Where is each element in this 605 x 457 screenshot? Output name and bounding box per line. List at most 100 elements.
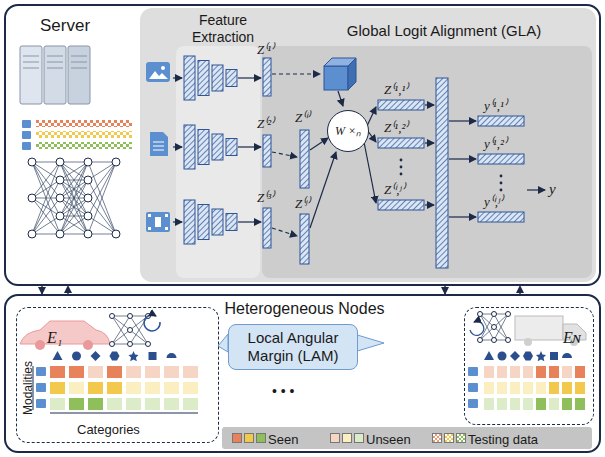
edge-node-box: E₁ModalitiesCategories bbox=[16, 307, 219, 443]
illustration-part bbox=[164, 398, 179, 410]
text-holder: Server bbox=[40, 16, 90, 36]
vector-label: y⁽ⁱ,ʲ⁾ bbox=[484, 194, 503, 209]
illustration-part bbox=[146, 62, 170, 82]
illustration-part bbox=[425, 104, 434, 105]
illustration-part bbox=[400, 159, 403, 162]
legend-swatch-part bbox=[354, 433, 364, 443]
illustration-part bbox=[449, 120, 476, 121]
illustration-part bbox=[56, 230, 64, 238]
illustration-part bbox=[36, 367, 46, 408]
illustration-part bbox=[536, 382, 546, 394]
illustration-part bbox=[110, 352, 120, 361]
illustration-part bbox=[510, 366, 520, 378]
vector-label: Z⁽ⁱ,ʲ⁾ bbox=[384, 182, 405, 197]
illustration-part bbox=[484, 351, 585, 410]
illustration-part bbox=[150, 132, 168, 156]
text-holder: y⁽¹,²⁾ bbox=[484, 134, 507, 152]
text-holder: Global Logit Alignment (GLA) bbox=[294, 22, 594, 40]
illustration-part bbox=[88, 180, 116, 234]
illustration-part bbox=[32, 162, 60, 180]
illustration-part bbox=[492, 312, 497, 317]
illustration-part bbox=[272, 152, 297, 157]
illustration-part bbox=[72, 352, 81, 361]
illustration-part bbox=[56, 212, 64, 220]
legend-swatch bbox=[330, 433, 340, 443]
illustration-part bbox=[88, 162, 116, 180]
illustration-part bbox=[263, 58, 524, 268]
illustration-part bbox=[238, 77, 261, 78]
illustration-part bbox=[173, 77, 182, 78]
illustration-part bbox=[468, 399, 478, 408]
illustration-part bbox=[50, 398, 65, 410]
illustration-part bbox=[112, 316, 130, 330]
illustration-part bbox=[562, 366, 572, 378]
text-holder: Testing data bbox=[468, 430, 538, 448]
illustration-part bbox=[184, 125, 195, 169]
illustration-part bbox=[484, 366, 494, 378]
illustration-part bbox=[262, 46, 592, 278]
illustration-part bbox=[129, 351, 139, 361]
illustration-part bbox=[425, 142, 434, 143]
legend-swatch bbox=[232, 433, 242, 443]
illustration-part bbox=[84, 230, 92, 238]
illustration-part bbox=[60, 216, 88, 234]
illustration-part bbox=[164, 382, 179, 394]
illustration-part bbox=[449, 216, 476, 217]
illustration-part bbox=[188, 351, 193, 361]
illustration-part bbox=[222, 427, 592, 449]
illustration-part bbox=[515, 316, 563, 340]
illustration-part bbox=[84, 212, 92, 220]
illustration-part bbox=[400, 173, 403, 176]
illustration-part bbox=[478, 312, 511, 343]
nodes-panel: Heterogeneous NodesE₁ModalitiesCategorie… bbox=[4, 294, 601, 453]
illustration-part bbox=[56, 176, 64, 184]
illustration-part bbox=[28, 194, 36, 202]
illustration-part bbox=[506, 338, 511, 343]
illustration-part bbox=[22, 120, 31, 128]
illustration-part bbox=[60, 162, 88, 180]
illustration-part bbox=[36, 120, 132, 127]
text-holder: y⁽ⁱ,ʲ⁾ bbox=[484, 192, 503, 210]
illustration-part bbox=[575, 398, 585, 410]
illustration-part bbox=[400, 166, 403, 169]
illustration-part bbox=[500, 175, 503, 178]
illustration-part bbox=[562, 398, 572, 410]
illustration-part bbox=[126, 398, 141, 410]
illustration-part bbox=[44, 46, 66, 104]
illustration-part bbox=[263, 135, 271, 167]
legend-swatch bbox=[432, 433, 442, 443]
vector-label: y bbox=[549, 181, 556, 197]
illustration-part bbox=[130, 330, 148, 344]
illustration-part bbox=[128, 342, 133, 347]
ellipsis-label: • • • bbox=[272, 383, 294, 399]
illustration-part bbox=[425, 204, 434, 205]
illustration-part bbox=[53, 351, 63, 360]
node-title: E₁ bbox=[47, 329, 62, 346]
illustration-part bbox=[32, 180, 60, 234]
illustration-part bbox=[226, 139, 237, 156]
illustration-part bbox=[36, 131, 132, 138]
legend-text: Seen bbox=[268, 432, 298, 447]
vector-label: Z⁽ⁱ⁾ bbox=[295, 110, 310, 125]
illustration-part bbox=[510, 351, 520, 361]
illustration-part bbox=[500, 189, 503, 192]
node-text: Categories bbox=[77, 422, 140, 437]
illustration-part bbox=[173, 146, 182, 147]
vector-label: y⁽¹,²⁾ bbox=[484, 136, 507, 151]
illustration-part bbox=[549, 382, 559, 394]
illustration-part bbox=[28, 230, 36, 238]
illustration-part bbox=[183, 366, 198, 378]
illustration-part bbox=[88, 366, 103, 378]
illustration-part bbox=[348, 58, 356, 90]
illustration-part bbox=[500, 182, 503, 185]
illustration-part bbox=[56, 194, 64, 202]
illustration-part bbox=[449, 158, 476, 159]
illustration-part bbox=[484, 351, 494, 360]
connector-arrow bbox=[67, 286, 68, 294]
illustration-part bbox=[146, 212, 170, 232]
illustration-part bbox=[272, 74, 545, 236]
illustration-part bbox=[32, 162, 60, 216]
